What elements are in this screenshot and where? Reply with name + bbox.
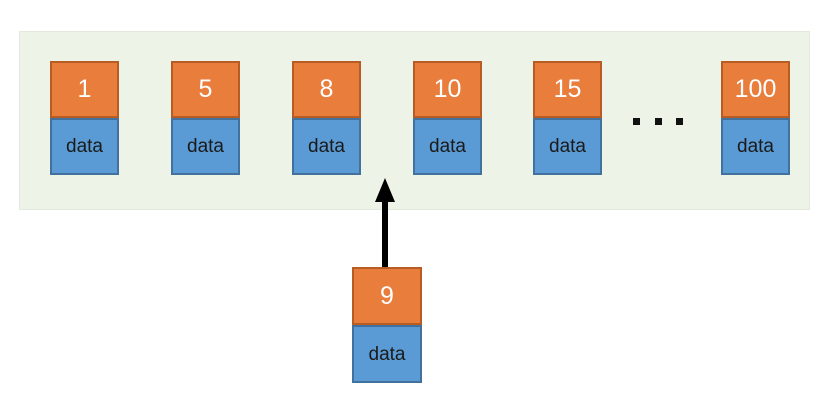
array-node[interactable]: 10 data — [413, 61, 482, 175]
node-value: data — [721, 118, 790, 175]
more-elements-ellipsis-icon — [631, 118, 685, 126]
ellipsis-dot — [655, 118, 662, 125]
node-key: 1 — [50, 61, 119, 118]
node-value: data — [352, 325, 422, 383]
node-value: data — [533, 118, 602, 175]
array-node[interactable]: 100 data — [721, 61, 790, 175]
node-key: 100 — [721, 61, 790, 118]
inserted-node[interactable]: 9 data — [352, 267, 422, 383]
node-value: data — [50, 118, 119, 175]
node-value: data — [171, 118, 240, 175]
array-node[interactable]: 5 data — [171, 61, 240, 175]
node-value: data — [413, 118, 482, 175]
node-value: data — [292, 118, 361, 175]
node-key: 15 — [533, 61, 602, 118]
insertion-arrow-icon — [375, 178, 395, 271]
ellipsis-dot — [676, 118, 683, 125]
array-node[interactable]: 1 data — [50, 61, 119, 175]
node-key: 9 — [352, 267, 422, 325]
node-key: 8 — [292, 61, 361, 118]
array-node[interactable]: 8 data — [292, 61, 361, 175]
node-key: 10 — [413, 61, 482, 118]
ellipsis-dot — [633, 118, 640, 125]
array-node[interactable]: 15 data — [533, 61, 602, 175]
node-key: 5 — [171, 61, 240, 118]
